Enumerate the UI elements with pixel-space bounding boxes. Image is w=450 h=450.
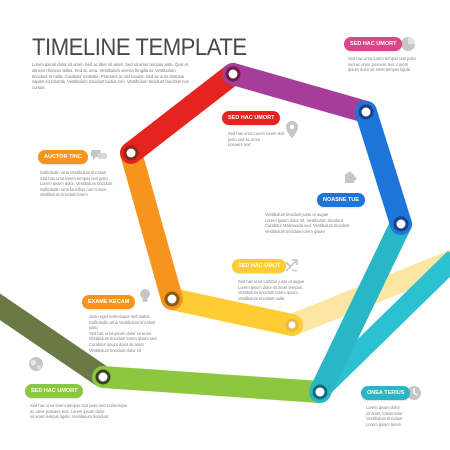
olive-ribbon bbox=[0, 293, 110, 387]
text-line: Lorem ipsum dolor. Vestibulum tincidunt bbox=[40, 181, 113, 187]
text-line: Vestibulum tincidunt dolor sit bbox=[89, 347, 141, 353]
text-line: Curabitur Malesuada sed. Vestibulum tinc… bbox=[265, 223, 350, 229]
text-line: Vestibulum tincidunt lorem ipsum sed bbox=[89, 336, 157, 342]
orange-ribbon bbox=[120, 142, 183, 310]
intro-text: Lorem ipsum dolor sit amet. Sed ac liber… bbox=[32, 62, 190, 91]
step-description: Sed hac urna Lortibur justo ut augue Lor… bbox=[238, 279, 312, 301]
text-line: Lorem ipsum lorem bbox=[366, 421, 402, 427]
text-line: Sed hac urna Lortibur justo ut augue bbox=[238, 279, 305, 284]
text-line: justo sed ac umor bbox=[228, 136, 261, 142]
purple-ribbon bbox=[222, 63, 377, 123]
step-description: Vestibulum tincidunt justo ut augue Lore… bbox=[265, 212, 365, 234]
joint-node bbox=[358, 104, 374, 120]
step-description: Sed hac urna lorem tempus text justo sed… bbox=[30, 403, 140, 420]
text-line: Sed hac urna Lorem lorem text bbox=[228, 131, 285, 136]
step-description: Sed hac urna Lorem lorem text justo sed … bbox=[228, 131, 288, 148]
text-line: Vestibulum tincidunt lorem ipsum bbox=[265, 228, 325, 234]
step-label: SED HAC UMORT bbox=[222, 111, 281, 125]
joint-node bbox=[285, 318, 299, 332]
share-arrows-icon bbox=[285, 259, 298, 272]
chat-bubbles-icon bbox=[91, 150, 107, 160]
yellow-ribbon bbox=[161, 288, 303, 336]
joint-node bbox=[95, 369, 111, 385]
blue-ribbon bbox=[355, 101, 412, 235]
step-description: Justo eget scelerisque sed mattis Sollic… bbox=[89, 314, 163, 353]
text-line: ipsum dolor sit amet tempus ligula. bbox=[348, 67, 412, 73]
text-line: Vestibulum tincidunt lorem bbox=[40, 192, 88, 198]
step-description: Lorem ipsum dolor sit amet consectetur V… bbox=[366, 405, 428, 427]
step-label: SED HAC UMOT bbox=[232, 259, 287, 273]
text-line: sed ac umor posuere text. Lorem bbox=[348, 61, 409, 67]
globe-icon bbox=[29, 357, 43, 371]
lime-ribbon bbox=[92, 366, 331, 403]
lightbulb-icon bbox=[140, 289, 150, 302]
text-line: Lorem ipsum dolor sit. Vestibulum tincid… bbox=[265, 217, 343, 223]
text-line: Vestibulum tincidunt lorem ipsum bbox=[238, 290, 298, 296]
text-line: Sed hac urna lorem tempus text justo bbox=[40, 175, 108, 181]
joint-node bbox=[123, 145, 139, 161]
text-line: Sollicitudin urna Vestibulum tincidunt bbox=[40, 170, 107, 175]
text-line: Sed hac urna lorem tempus text justo bbox=[348, 56, 416, 61]
text-line: ac umor posuere text. Lorem ipsum dolor bbox=[30, 408, 105, 414]
text-line: Lorem ipsum dolor sit amet tempus. bbox=[238, 284, 304, 290]
step-label: NOASNE TUE bbox=[317, 193, 366, 207]
red-ribbon bbox=[120, 63, 244, 164]
teal-ribbon bbox=[309, 213, 412, 403]
joint-node bbox=[225, 66, 241, 82]
step-label: EXAME KECAM bbox=[82, 295, 136, 309]
step-label: AUCTOR TINC bbox=[38, 150, 88, 164]
location-pin-icon bbox=[286, 121, 298, 138]
text-line: Vestibulum tincidunt justo ut augue bbox=[265, 212, 329, 217]
text-line: Justo eget scelerisque sed mattis bbox=[89, 314, 150, 319]
step-label: SED HAC UMORT bbox=[344, 37, 403, 51]
text-line: sit amet tempus ligula. Vestibulum tinci… bbox=[30, 414, 110, 420]
clock-icon bbox=[407, 386, 421, 400]
text-line: Vestibulum tincidunt bbox=[366, 416, 403, 422]
step-description: Sollicitudin urna Vestibulum tincidunt S… bbox=[40, 170, 120, 198]
text-line: Lorem ipsum dolor bbox=[366, 405, 400, 410]
text-line: Sollicitudin urna faucibus non cursus bbox=[40, 186, 107, 192]
text-line: Sed hac urna lorem tempus text justo sed… bbox=[30, 403, 128, 408]
step-label: ONEA TERIUS bbox=[361, 386, 411, 400]
text-line: Sed hac urna ipsum dolor sit amet bbox=[89, 330, 152, 336]
text-line: Curabitur ipsum dolor sit amet bbox=[89, 341, 144, 347]
step-label: SED HAC UMORT bbox=[25, 384, 84, 398]
pie-chart-icon bbox=[401, 37, 415, 51]
joint-node bbox=[312, 384, 328, 400]
text-line: sit amet consectetur bbox=[366, 410, 403, 416]
joint-node bbox=[164, 291, 180, 307]
text-line: Sollicitudin urna Vestibulum tincidunt j… bbox=[89, 319, 156, 331]
joint-node bbox=[393, 216, 409, 232]
text-line: Vestibulum tincidunt nulla bbox=[238, 295, 285, 301]
text-line: posuere text bbox=[228, 142, 251, 148]
puzzle-icon bbox=[345, 171, 357, 183]
page-title: TIMELINE TEMPLATE bbox=[32, 34, 247, 61]
step-description: Sed hac urna lorem tempus text justo sed… bbox=[348, 56, 442, 73]
